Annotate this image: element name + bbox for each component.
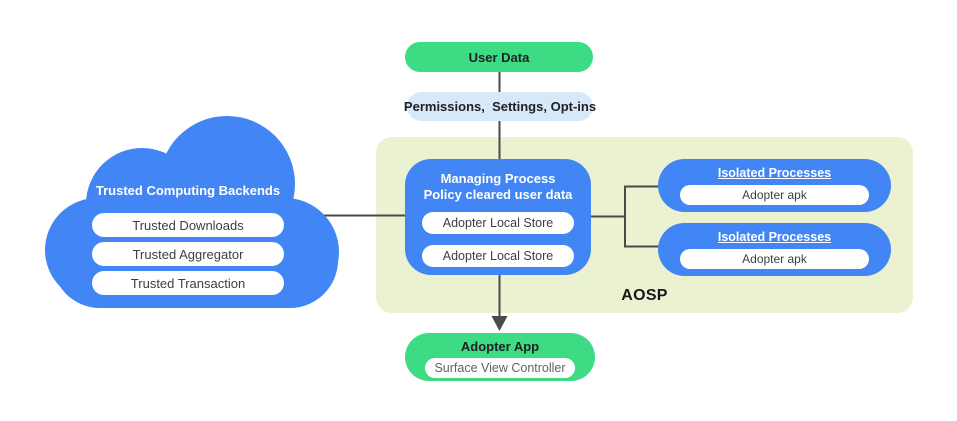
- adopter-apk-label: Adopter apk: [742, 188, 807, 202]
- adopter-local-store-label: Adopter Local Store: [442, 249, 554, 263]
- isolated-processes-node-2: Isolated Processes Adopter apk: [658, 223, 891, 276]
- cloud-item-trusted-transaction: Trusted Transaction: [92, 271, 284, 295]
- managing-process-title: Managing Process Policy cleared user dat…: [405, 171, 591, 203]
- cloud-item-label: Trusted Transaction: [130, 275, 246, 291]
- managing-process-title-line2: Policy cleared user data: [423, 187, 573, 202]
- cloud-item-trusted-aggregator: Trusted Aggregator: [92, 242, 284, 266]
- adopter-apk-pill-1: Adopter apk: [680, 185, 869, 205]
- surface-view-controller-pill: Surface View Controller: [425, 358, 575, 378]
- cloud-item-label: Trusted Aggregator: [132, 246, 244, 262]
- permissions-label: Permissions, Settings, Opt-ins: [403, 99, 597, 114]
- cloud-item-label: Trusted Downloads: [132, 217, 244, 233]
- adopter-app-node: Adopter App Surface View Controller: [405, 333, 595, 381]
- adopter-app-title: Adopter App: [460, 339, 540, 354]
- adopter-apk-label: Adopter apk: [742, 252, 807, 266]
- isolated-processes-title: Isolated Processes: [717, 166, 832, 180]
- managing-process-title-line1: Managing Process: [440, 171, 556, 186]
- adopter-local-store-label: Adopter Local Store: [442, 216, 554, 230]
- user-data-label: User Data: [468, 49, 530, 65]
- user-data-node: User Data: [405, 42, 593, 72]
- cloud-title: Trusted Computing Backends: [95, 183, 281, 198]
- managing-process-node: Managing Process Policy cleared user dat…: [405, 159, 591, 275]
- surface-view-controller-label: Surface View Controller: [434, 361, 566, 375]
- aosp-label: AOSP: [621, 287, 668, 304]
- trusted-computing-backends-node: Trusted Computing Backends Trusted Downl…: [42, 112, 342, 312]
- isolated-processes-title: Isolated Processes: [717, 230, 832, 244]
- adopter-local-store-2: Adopter Local Store: [422, 245, 574, 267]
- adopter-local-store-1: Adopter Local Store: [422, 212, 574, 234]
- permissions-node: Permissions, Settings, Opt-ins: [403, 92, 597, 121]
- isolated-processes-node-1: Isolated Processes Adopter apk: [658, 159, 891, 212]
- adopter-apk-pill-2: Adopter apk: [680, 249, 869, 269]
- cloud-item-trusted-downloads: Trusted Downloads: [92, 213, 284, 237]
- arrowhead-down-icon: [491, 316, 508, 331]
